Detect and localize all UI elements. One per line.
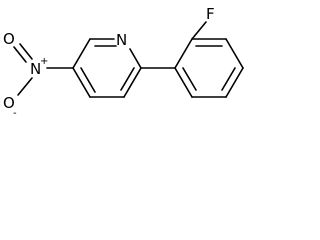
double-bond-c5-c6 [80,67,96,93]
bond-c2-n [129,48,142,69]
nitro-oxygen-bottom-charge: - [13,108,17,119]
ring-nitrogen-label: N [116,31,127,49]
fluorine-label: F [206,5,215,23]
bond-ph4-ph5 [225,67,244,98]
pyridine-ring [72,38,142,98]
bond-c-f [191,21,207,40]
bond-ph6-ph1 [174,67,193,98]
double-bond-ph6-ph1 [182,67,197,91]
bond-n-o-top-a [19,43,33,60]
bond-n-o-top-b [13,46,27,63]
nitro-oxygen-bottom-label: O [3,94,15,112]
nitro-nitrogen-label: N [30,60,41,78]
nitro-oxygen-top-label: O [3,30,15,48]
nitro-nitrogen-charge: + [40,56,48,67]
bond-c5-c6 [72,67,91,98]
bond-ph3-ph4 [225,38,244,69]
chemical-structure: N F N + O O - [3,5,244,119]
bond-c4-c5 [72,38,91,69]
bond-c1-c2 [123,67,142,98]
phenyl-ring [174,38,244,98]
double-bond-ph4-ph5 [221,67,236,91]
bond-ph1-ph2 [174,38,193,69]
double-bond-c1-c2 [120,67,135,91]
bond-n-o-bottom [17,77,33,96]
